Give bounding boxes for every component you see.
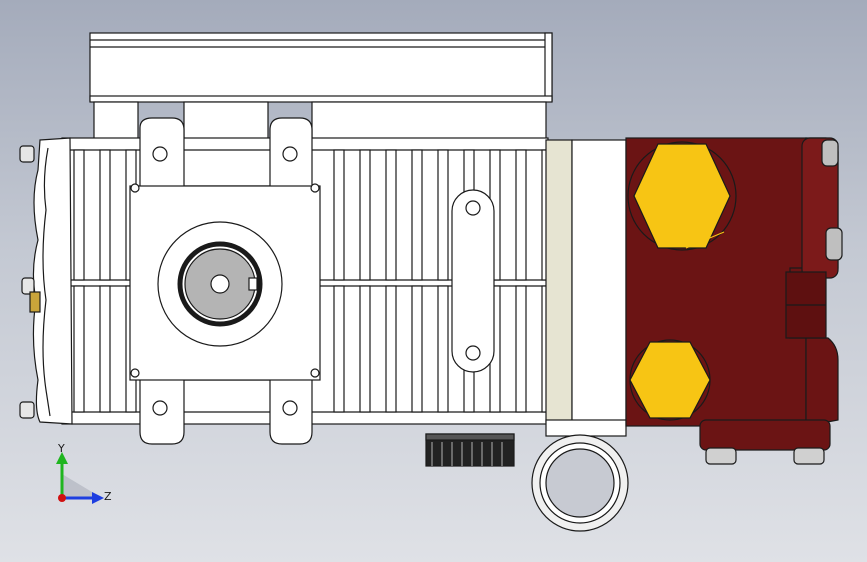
- cooling-fin: [333, 285, 345, 413]
- spacer-block: [571, 139, 627, 423]
- cooling-fin: [99, 285, 111, 413]
- cooling-fin: [333, 149, 345, 281]
- cooling-fin: [437, 285, 449, 413]
- cooling-fin: [99, 149, 111, 281]
- seal-band: [545, 139, 573, 423]
- triad-origin: [58, 494, 66, 502]
- cooling-fin: [359, 149, 371, 281]
- cooling-fin: [515, 149, 527, 281]
- flange-plate: [129, 117, 321, 445]
- left-end-cap: [19, 137, 73, 425]
- y-axis-label: Y: [58, 442, 65, 455]
- ring-seal: [531, 434, 629, 532]
- z-arrowhead: [92, 492, 104, 504]
- valve-manifold: [625, 137, 843, 465]
- cooling-fin: [73, 285, 85, 413]
- oval-slot: [451, 189, 495, 373]
- y-arrowhead: [56, 452, 68, 464]
- cooling-fin: [359, 285, 371, 413]
- cooling-fin: [515, 285, 527, 413]
- cooling-fin: [411, 285, 423, 413]
- cooling-fin: [385, 149, 397, 281]
- cooling-fin: [385, 285, 397, 413]
- cooling-fin: [73, 149, 85, 281]
- bottom-gear: [425, 433, 515, 467]
- top-mounting-rail: [89, 32, 553, 103]
- cooling-fin: [437, 149, 449, 281]
- z-axis-label: Z: [104, 490, 112, 503]
- rail-standoffs: [93, 101, 547, 141]
- cooling-fin: [411, 149, 423, 281]
- coordinate-triad: Y Z: [40, 440, 120, 510]
